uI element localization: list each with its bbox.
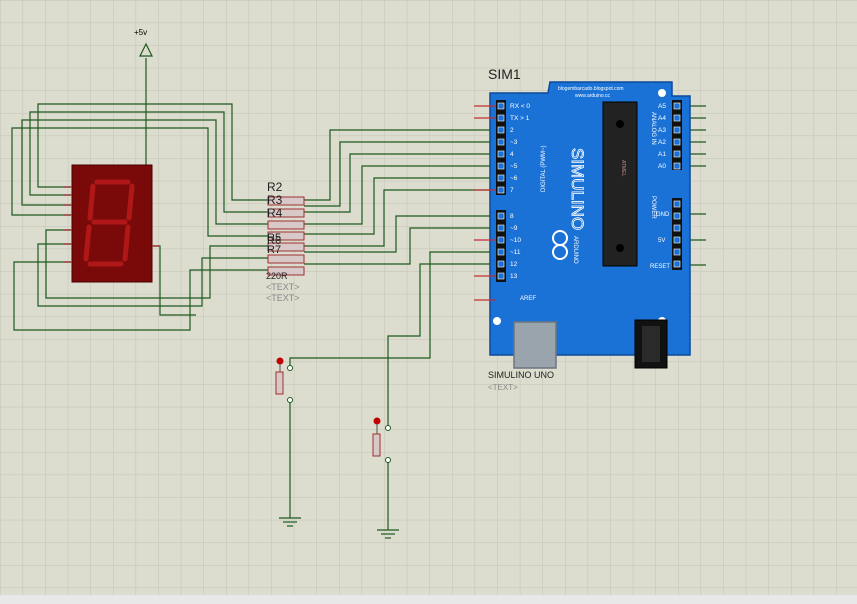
- power-label: +5v: [134, 28, 147, 37]
- svg-text:RX < 0: RX < 0: [510, 103, 530, 110]
- analog-pin-labels: A5 A4 A3 A2 A1 A0: [658, 103, 666, 170]
- resistor-bodies: [267, 196, 305, 276]
- digital-section-label: DIGITAL (PWM~): [541, 145, 547, 192]
- button-indicator-icon: [373, 417, 381, 425]
- 5v-pin-label: 5V: [658, 238, 665, 244]
- svg-text:8: 8: [510, 213, 514, 220]
- resistor-label-r7: R7: [267, 244, 281, 256]
- svg-text:~10: ~10: [510, 237, 521, 244]
- svg-text:~11: ~11: [510, 249, 521, 256]
- digit-8-icon: [83, 179, 135, 267]
- resistor-value-label: 220R: [266, 271, 288, 281]
- brand-logo-text: SIMULINO: [568, 148, 587, 230]
- resistor-bank[interactable]: R2 R3 R4 R5 R6 R7 220R <TEXT> <TEXT>: [266, 180, 305, 303]
- push-button-1[interactable]: [275, 357, 293, 403]
- arduino-board[interactable]: SIM1 RX < 0 TX > 1 2 ~3 4 ~5 ~6: [474, 66, 691, 392]
- mounting-hole-icon: [493, 317, 501, 325]
- horizontal-scrollbar[interactable]: [0, 595, 857, 604]
- gnd-pin-label: GND: [656, 212, 670, 218]
- svg-text:4: 4: [510, 151, 514, 158]
- svg-text:~6: ~6: [510, 175, 518, 182]
- resistor-text-placeholder: <TEXT>: [266, 282, 300, 292]
- svg-text:A3: A3: [658, 127, 666, 134]
- svg-text:A2: A2: [658, 139, 666, 146]
- svg-text:A1: A1: [658, 151, 666, 158]
- website-label-2: blogembarcado.blogspot.com: [558, 86, 624, 92]
- resistor-label-r6: R6: [267, 235, 281, 247]
- resistor-label-r3: R3: [267, 193, 283, 207]
- svg-text:7: 7: [510, 187, 514, 194]
- svg-text:12: 12: [510, 261, 518, 268]
- mounting-hole-icon: [658, 89, 666, 97]
- arduino-word-label: ARDUINO: [572, 236, 578, 264]
- svg-text:2: 2: [510, 127, 514, 134]
- power-terminal[interactable]: +5v: [134, 28, 153, 57]
- reset-label: RESET: [650, 264, 670, 270]
- usb-port-icon: [513, 321, 557, 369]
- ground-1-icon[interactable]: [279, 517, 301, 527]
- board-text-placeholder: <TEXT>: [488, 383, 518, 392]
- digital-pin-labels: RX < 0 TX > 1 2 ~3 4 ~5 ~6 7 8 ~9 ~10 ~1…: [510, 103, 530, 280]
- resistor-label-r5: R5: [267, 232, 281, 244]
- svg-text:~9: ~9: [510, 225, 518, 232]
- microcontroller-chip: ATMEL: [602, 101, 638, 267]
- resistor-label-r4: R4: [267, 206, 283, 220]
- header-pin-squares: [497, 102, 681, 280]
- push-button-2[interactable]: [372, 417, 391, 463]
- power-arrow-icon: [139, 42, 153, 57]
- svg-text:13: 13: [510, 273, 518, 280]
- svg-text:A5: A5: [658, 103, 666, 110]
- arduino-logo-icon: [552, 230, 568, 260]
- svg-text:~3: ~3: [510, 139, 518, 146]
- display-pins: [64, 186, 160, 263]
- board-pin-stubs: [474, 105, 496, 301]
- svg-text:A0: A0: [658, 163, 666, 170]
- board-name-label: SIMULINO UNO: [488, 370, 554, 380]
- aref-label: AREF: [520, 296, 536, 302]
- resistor-text-placeholder-2: <TEXT>: [266, 293, 300, 303]
- svg-text:~5: ~5: [510, 163, 518, 170]
- svg-text:ATMEL: ATMEL: [620, 160, 626, 177]
- svg-text:TX > 1: TX > 1: [510, 115, 530, 122]
- svg-text:A4: A4: [658, 115, 666, 122]
- button-indicator-icon: [276, 357, 284, 365]
- resistor-label-r2: R2: [267, 180, 283, 194]
- power-section-label: POWER: [650, 196, 656, 219]
- analog-section-label: ANALOG IN: [650, 112, 656, 145]
- ground-2-icon[interactable]: [377, 529, 399, 539]
- board-ref-label: SIM1: [488, 66, 521, 82]
- seven-segment-display[interactable]: [64, 164, 160, 283]
- website-label-1: www.arduino.cc: [575, 93, 611, 99]
